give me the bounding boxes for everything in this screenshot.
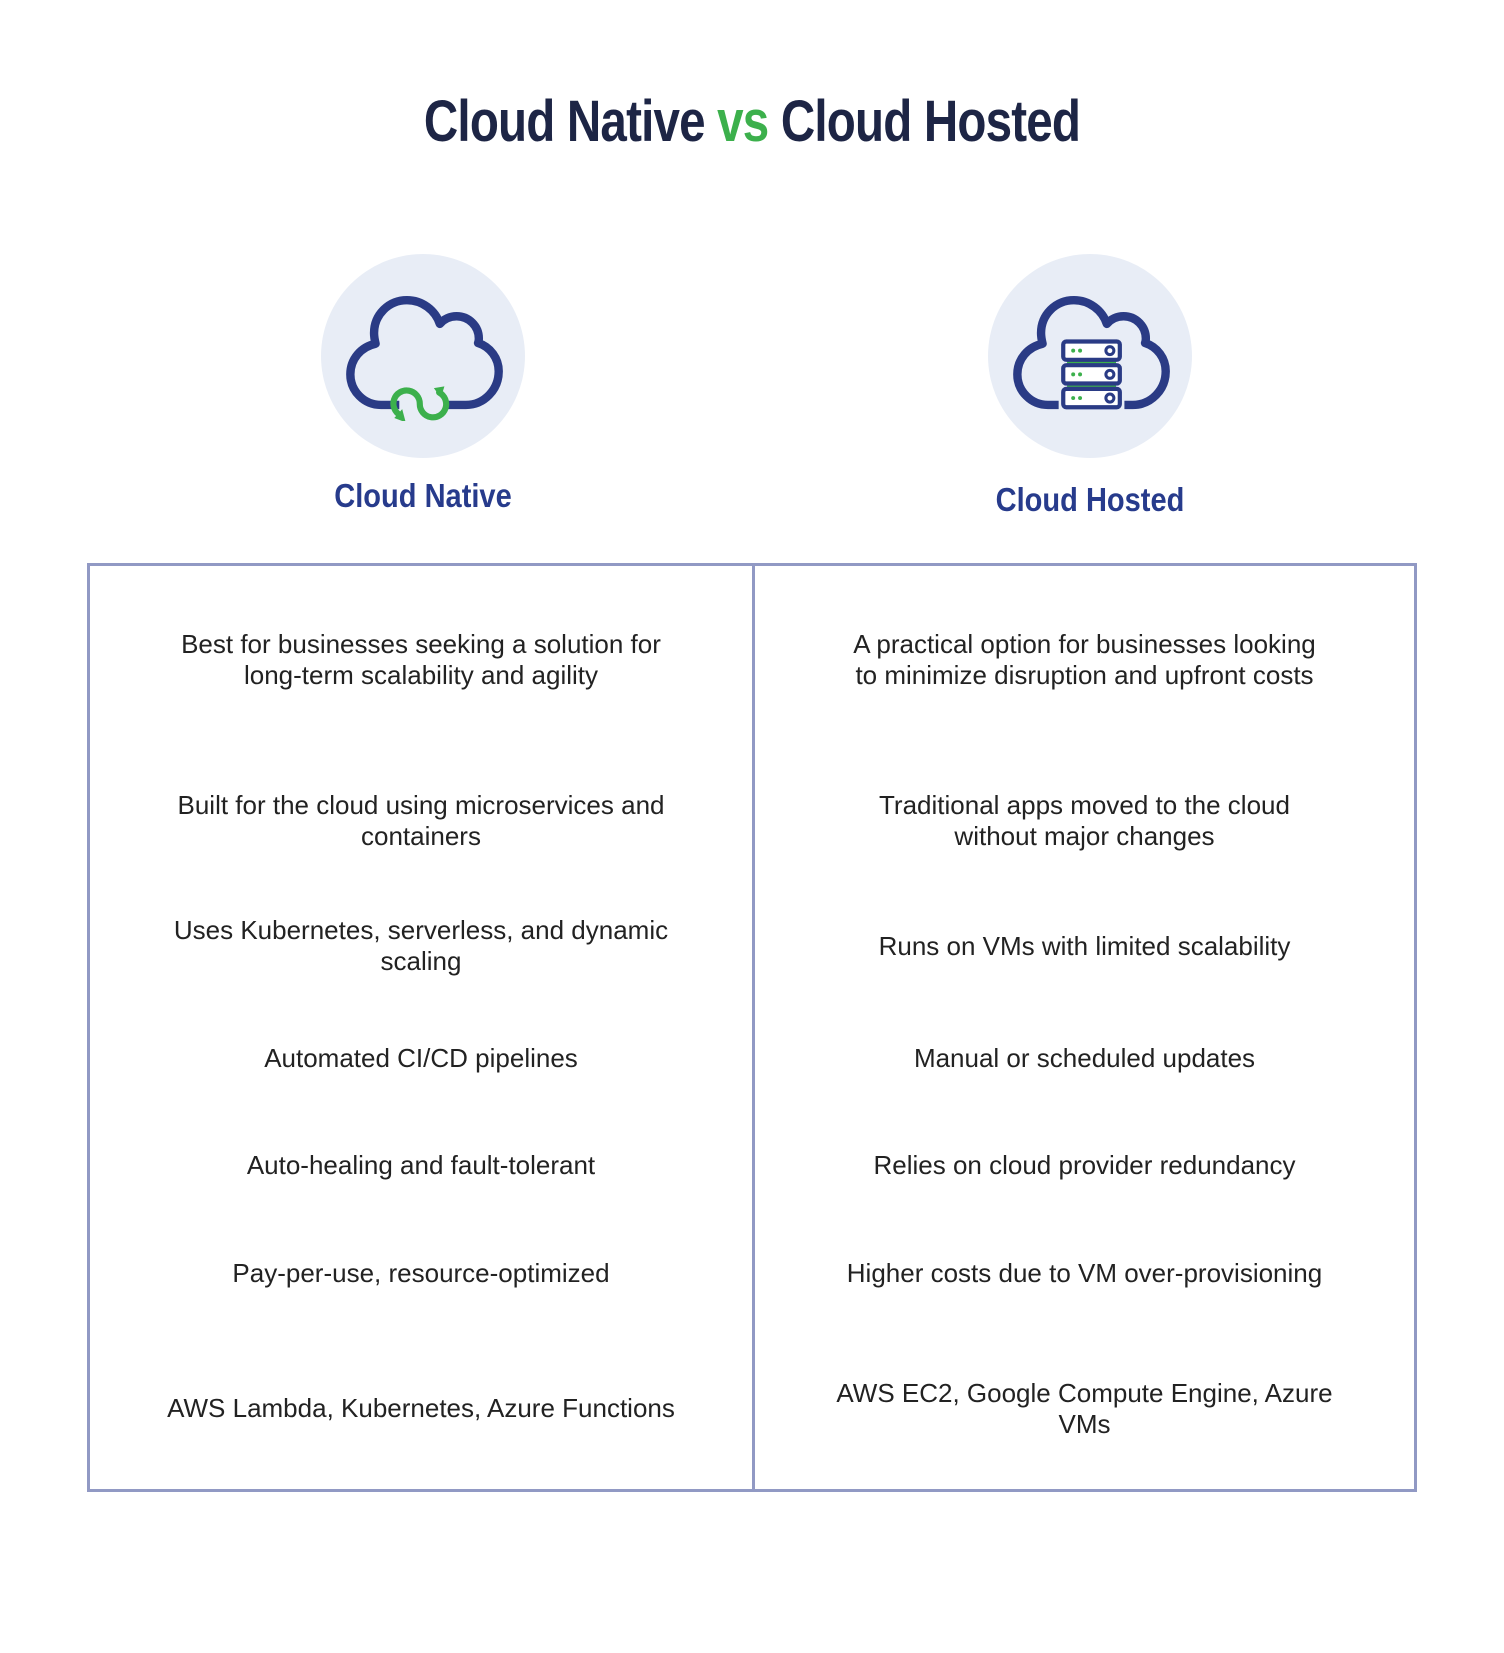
cloud-servers-icon [1013,295,1170,412]
table-cell-native-row3: Uses Kubernetes, serverless, and dynamic… [173,915,669,976]
title-vs: vs [717,89,769,154]
comparison-table: Best for businesses seeking a solution f… [87,563,1417,1492]
table-cell-hosted-row1: A practical option for businesses lookin… [752,566,1414,754]
table-cell-native-row4: Automated CI/CD pipelines [264,1042,578,1073]
title-cloud-native: Cloud Native [423,89,706,154]
table-cell-hosted-row5: Relies on cloud provider redundancy [752,1112,1414,1219]
table-cell-hosted-row6: Higher costs due to VM over-provisioning [752,1219,1414,1328]
table-cell-native-row1: Best for businesses seeking a solution f… [181,629,661,690]
table-cell-native-row2: Built for the cloud using microservices … [177,790,665,851]
table-cell-hosted-row4: Manual or scheduled updates [752,1004,1414,1112]
table-cell-hosted-row3: Runs on VMs with limited scalability [752,888,1414,1004]
table-cell-hosted-row2: Traditional apps moved to the cloud with… [752,754,1414,888]
table-cell-native-row7: AWS Lambda, Kubernetes, Azure Functions [167,1393,675,1423]
cloud-native-icon-circle [321,254,525,458]
title-cloud-hosted: Cloud Hosted [780,89,1081,154]
cloud-native-label: Cloud Native [334,477,512,514]
table-cell-native-row6: Pay-per-use, resource-optimized [232,1258,610,1288]
cloud-hosted-icon-circle [988,254,1192,458]
table-cell-native-row5: Auto-healing and fault-tolerant [246,1150,596,1180]
cloud-sync-icon [346,295,503,421]
page-title: Cloud Native vs Cloud Hosted [135,92,1368,152]
table-cell-hosted-row7: AWS EC2, Google Compute Engine, Azure VM… [752,1328,1414,1489]
cloud-hosted-label: Cloud Hosted [995,481,1185,518]
